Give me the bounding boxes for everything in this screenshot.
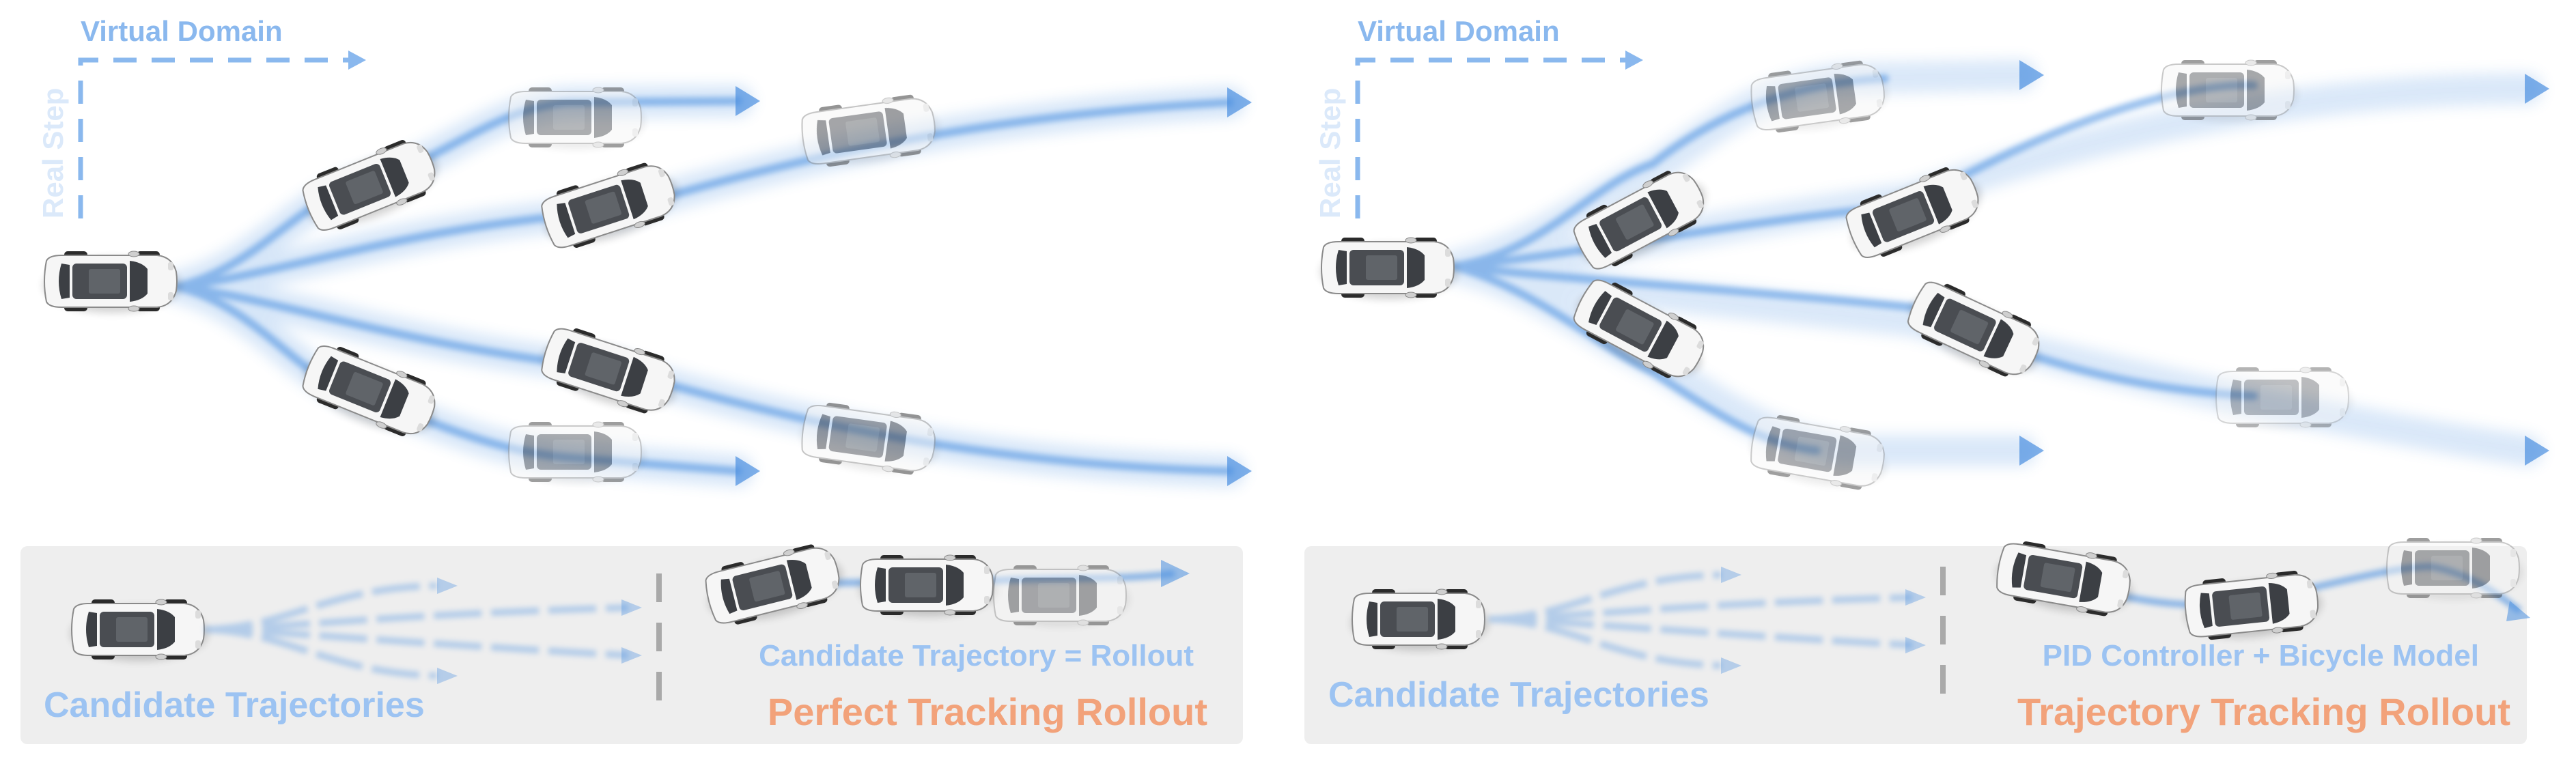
legend-right-title: Perfect Tracking Rollout bbox=[768, 690, 1207, 733]
left-trajectories bbox=[162, 85, 1245, 487]
axis-y-label: Real Step bbox=[37, 88, 69, 218]
left-axes: Virtual Domain Real Step bbox=[37, 15, 366, 218]
legend-right-caption: Candidate Trajectory = Rollout bbox=[759, 639, 1194, 672]
legend-right-title: Trajectory Tracking Rollout bbox=[2017, 690, 2510, 733]
left-legend: Candidate Trajectories Candidate Traject… bbox=[20, 539, 1243, 744]
left-panel: Virtual Domain Real Step Candidate Traje… bbox=[20, 15, 1252, 744]
axis-x-label: Virtual Domain bbox=[1358, 15, 1560, 47]
legend-candidate-label: Candidate Trajectories bbox=[1328, 675, 1709, 715]
axis-x-label: Virtual Domain bbox=[81, 15, 283, 47]
legend-candidate-label: Candidate Trajectories bbox=[44, 685, 425, 725]
right-axes: Virtual Domain Real Step bbox=[1314, 15, 1643, 218]
car-icon bbox=[44, 87, 942, 483]
axis-y-label: Real Step bbox=[1314, 88, 1346, 218]
right-legend: Candidate Trajectories PID Controller + … bbox=[1304, 537, 2530, 744]
legend-right-caption: PID Controller + Bicycle Model bbox=[2043, 639, 2479, 672]
right-panel: Virtual Domain Real Step Candidate Traje… bbox=[1304, 15, 2549, 744]
